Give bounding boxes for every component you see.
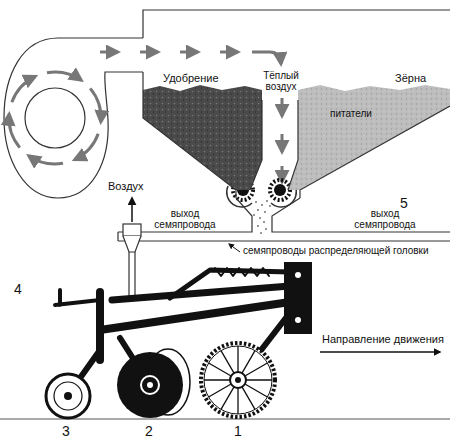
outlet-label: выход семяпровода <box>150 208 220 230</box>
particle <box>253 214 255 216</box>
callout-number: 4 <box>14 282 22 297</box>
particle <box>260 232 262 234</box>
seed-pipe <box>129 252 135 300</box>
seed-tube <box>118 240 450 241</box>
bolt <box>295 317 301 323</box>
disc-hub <box>235 377 241 383</box>
compartment-label: Зёрна <box>395 72 426 84</box>
direction-arrow <box>320 351 440 352</box>
press-wheel <box>46 374 90 418</box>
furrow-disc <box>117 349 190 418</box>
air-arrow <box>47 72 81 80</box>
depth-lever <box>55 290 100 305</box>
mounting-bracket <box>284 262 312 334</box>
air-arrow <box>180 51 198 54</box>
hopper-top <box>143 10 450 38</box>
press-wheel-rim <box>46 374 90 418</box>
air-exit-arrow <box>131 198 133 222</box>
compartment-wall <box>143 72 262 198</box>
pointer-arrow <box>229 244 240 252</box>
air-arrow <box>281 98 284 116</box>
cyclone-body <box>123 224 141 236</box>
outlet-label: выход семяпровода <box>350 208 420 230</box>
air-arrow <box>90 88 101 122</box>
feeder-rotor <box>274 184 286 196</box>
wheel-hub <box>141 376 159 394</box>
particle <box>269 205 271 207</box>
compartment-shape <box>143 72 265 200</box>
air-arrows <box>9 72 101 164</box>
callout-number: 2 <box>145 424 153 439</box>
compartment-wall <box>288 100 450 198</box>
particle <box>263 221 265 223</box>
callout-number: 1 <box>234 424 242 439</box>
particle <box>266 200 268 202</box>
particle <box>255 201 257 203</box>
coulter-disc <box>201 343 275 417</box>
gauge-wheel <box>117 352 183 418</box>
disc-hub <box>230 372 246 388</box>
air-arrow <box>9 114 20 148</box>
air-arrow <box>75 134 99 160</box>
fan-rotor <box>25 88 85 148</box>
hopper-outline <box>4 10 450 198</box>
wheel-hub <box>147 382 153 388</box>
cyclone-cone <box>123 236 141 252</box>
air-arrow <box>29 156 63 164</box>
direction-label: Направление движения <box>322 333 444 345</box>
disc-rim <box>204 346 272 414</box>
air-arrow <box>281 134 284 152</box>
particle <box>259 217 261 219</box>
air-label: Воздух <box>108 180 144 192</box>
disc-spokes <box>204 346 272 414</box>
seed-tube <box>117 232 118 241</box>
air-arrow <box>100 51 118 54</box>
particle <box>257 225 259 227</box>
air-label: Тёплый воздух <box>256 70 306 92</box>
particle <box>261 204 263 206</box>
spring <box>215 268 269 276</box>
wheel-hub <box>64 392 72 400</box>
tube-label: семяпроводы распределяющей головки <box>243 245 429 256</box>
air-arrow <box>252 52 281 64</box>
feeder-rotor <box>270 180 290 200</box>
press-wheel-rim <box>54 382 82 410</box>
upper-arm <box>112 286 290 300</box>
particle <box>257 209 259 211</box>
air-arrow <box>220 51 238 54</box>
linkage <box>170 270 290 298</box>
fan-housing <box>4 38 143 198</box>
lower-arm <box>100 302 290 330</box>
part-label: питатели <box>330 108 372 119</box>
neck-wall <box>272 198 450 232</box>
compartment-label: Удобрение <box>163 72 219 84</box>
compartment-fill <box>288 85 450 190</box>
callout-number: 3 <box>62 424 70 439</box>
particle <box>265 228 267 230</box>
cyclone <box>123 224 141 300</box>
hopper-compartment: Удобрение <box>143 72 265 200</box>
callout-number: 5 <box>400 196 408 211</box>
particle <box>264 211 266 213</box>
disc-rim <box>201 343 275 417</box>
air-arrow <box>140 51 158 54</box>
falling-material <box>253 200 271 234</box>
compartment-fill <box>143 85 262 190</box>
bolt <box>295 272 301 278</box>
air-arrow <box>12 76 36 102</box>
